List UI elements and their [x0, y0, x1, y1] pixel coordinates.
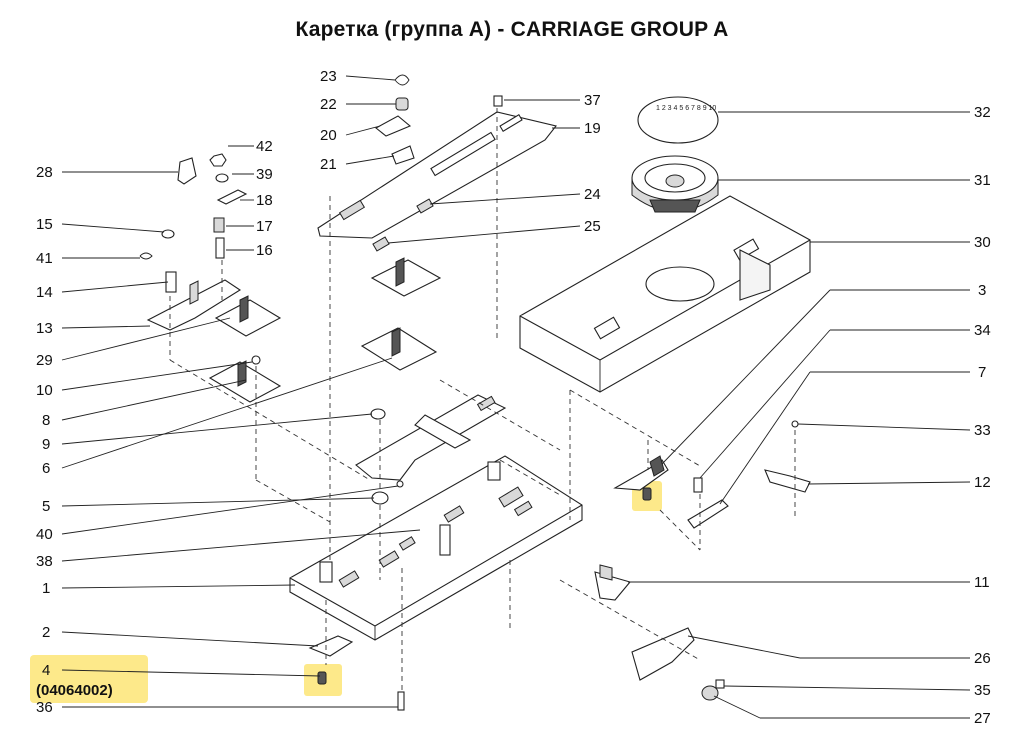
screw-4 — [317, 671, 327, 685]
callout-27: 27 — [974, 710, 991, 727]
callout-4: 4 — [42, 662, 50, 679]
callout-32: 32 — [974, 104, 991, 121]
washer-40 — [396, 480, 404, 488]
callout-9: 9 — [42, 436, 50, 453]
slider-center-lower — [360, 327, 438, 371]
callout-31: 31 — [974, 172, 991, 189]
bracket-2 — [308, 635, 354, 657]
spring-23 — [394, 74, 410, 86]
callout-7: 7 — [978, 364, 986, 381]
pin-15 — [161, 229, 175, 239]
callout-36: 36 — [36, 699, 53, 716]
callout-38: 38 — [36, 553, 53, 570]
knob-31 — [631, 155, 719, 213]
top-plate-19 — [317, 111, 557, 239]
screw-35 — [715, 679, 725, 689]
washer-9 — [370, 408, 386, 420]
callout-4-part-number: (04064002) — [36, 682, 113, 699]
carriage-cover-30 — [519, 195, 811, 393]
callout-21: 21 — [320, 156, 337, 173]
callout-19: 19 — [584, 120, 601, 137]
callout-15: 15 — [36, 216, 53, 233]
callout-33: 33 — [974, 422, 991, 439]
block-28 — [177, 157, 197, 185]
callout-26: 26 — [974, 650, 991, 667]
page-title: Каретка (группа А) - CARRIAGE GROUP A — [295, 18, 729, 41]
callout-20: 20 — [320, 127, 337, 144]
lever-20 — [375, 115, 412, 137]
callout-37: 37 — [584, 92, 601, 109]
callout-35: 35 — [974, 682, 991, 699]
callout-18: 18 — [256, 192, 273, 209]
callout-28: 28 — [36, 164, 53, 181]
bracket-26 — [631, 627, 695, 681]
callout-25: 25 — [584, 218, 601, 235]
lever-21 — [391, 145, 415, 165]
washer-39 — [215, 173, 229, 183]
bracket-7 — [687, 499, 729, 529]
slider-8 — [208, 360, 282, 403]
callout-6: 6 — [42, 460, 50, 477]
callout-41: 41 — [36, 250, 53, 267]
screw-36 — [397, 691, 405, 711]
spring-25 — [372, 236, 390, 252]
knob-22 — [395, 97, 409, 111]
leader-lines — [61, 75, 971, 719]
callout-22: 22 — [320, 96, 337, 113]
slider-29 — [214, 295, 282, 337]
callout-3: 3 — [978, 282, 986, 299]
callout-23: 23 — [320, 68, 337, 85]
spring-24 — [416, 198, 434, 214]
base-plate-1 — [289, 455, 583, 641]
pin-16 — [215, 237, 225, 259]
callout-1: 1 — [42, 580, 50, 597]
callout-16: 16 — [256, 242, 273, 259]
nut-42 — [209, 153, 227, 167]
dial-marks: 1 2 3 4 5 6 7 8 9 10 — [656, 105, 716, 112]
screw-3 — [642, 487, 652, 501]
screw-33 — [791, 420, 799, 428]
spring-17 — [213, 217, 225, 233]
callout-42: 42 — [256, 138, 273, 155]
callout-2: 2 — [42, 624, 50, 641]
callout-10: 10 — [36, 382, 53, 399]
bracket-13 — [146, 279, 242, 331]
callout-39: 39 — [256, 166, 273, 183]
callout-5: 5 — [42, 498, 50, 515]
plate-6 — [355, 394, 507, 481]
dial-plate-32: 1 2 3 4 5 6 7 8 9 10 — [637, 96, 719, 144]
callout-8: 8 — [42, 412, 50, 429]
knob-27 — [701, 685, 719, 701]
callout-11: 11 — [974, 574, 990, 591]
screw-37 — [493, 95, 503, 107]
callout-40: 40 — [36, 526, 53, 543]
callout-17: 17 — [256, 218, 273, 235]
slider-center-upper — [370, 257, 442, 297]
callout-14: 14 — [36, 284, 53, 301]
clip-41 — [139, 252, 153, 260]
lever-3 — [613, 455, 669, 491]
washer-5 — [371, 491, 389, 505]
screw-10 — [251, 355, 261, 365]
callout-12: 12 — [974, 474, 991, 491]
callout-29: 29 — [36, 352, 53, 369]
link-18 — [216, 189, 248, 205]
assembly-dashed-lines — [169, 108, 796, 690]
callout-30: 30 — [974, 234, 991, 251]
bracket-11 — [594, 564, 631, 601]
highlight-part-4-label — [30, 655, 148, 703]
screw-34 — [693, 477, 703, 493]
bracket-12 — [764, 469, 811, 493]
callout-24: 24 — [584, 186, 601, 203]
callout-34: 34 — [974, 322, 991, 339]
callout-13: 13 — [36, 320, 53, 337]
